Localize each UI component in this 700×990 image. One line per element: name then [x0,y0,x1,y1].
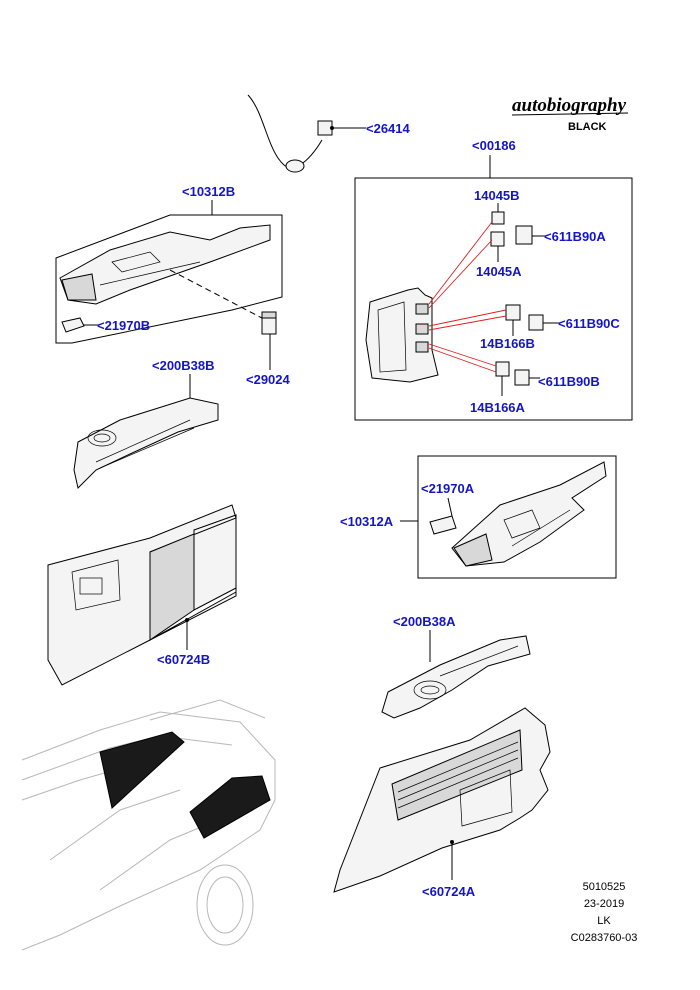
callout-00186: <00186 [472,138,516,153]
part-29024-bracket[interactable] [261,311,277,335]
callout-200B38A: <200B38A [393,614,456,629]
part-10312B-upper-trim[interactable] [59,224,271,305]
callout-611B90A: <611B90A [544,229,606,244]
callout-200B38B: <200B38B [152,358,215,373]
part-200B38A-bracket[interactable] [381,635,531,719]
callout-21970B: <21970B [97,318,150,333]
brand-logo: autobiography BLACK [511,95,629,133]
part-console-panel-switches[interactable] [365,211,544,386]
callout-611B90C: <611B90C [558,316,620,331]
callout-14045B: 14045B [474,188,520,203]
footer-line2: 23-2019 [584,898,624,910]
lower-trim-detail-box [417,455,617,579]
callout-21970A: <21970A [421,481,475,496]
footer-line4: C0283760-03 [571,932,638,944]
footer-line1: 5010525 [583,881,626,893]
callout-14B166A: 14B166A [470,400,526,415]
part-60724A-side-panel[interactable] [333,707,551,893]
callout-60724B: <60724B [157,652,210,667]
callout-10312B: <10312B [182,184,235,199]
part-26414-harness[interactable] [247,94,366,173]
part-200B38B-bracket[interactable] [73,397,219,489]
callout-14045A: 14045A [476,264,522,279]
part-21970A-cap[interactable] [429,515,457,535]
brand-script: autobiography [512,95,627,116]
callout-611B90B: <611B90B [538,374,600,389]
callout-10312A: <10312A [340,514,394,529]
switch-detail-box [354,177,633,421]
vehicle-outline [21,699,276,951]
part-21970B-cap[interactable] [61,317,85,333]
callout-14B166B: 14B166B [480,336,535,351]
brand-variant: BLACK [568,121,607,133]
part-60724B-side-panel[interactable] [47,504,237,686]
callout-29024: <29024 [246,372,291,387]
footer-line3: LK [597,915,611,927]
callout-26414: <26414 [366,121,411,136]
callout-60724A: <60724A [422,884,476,899]
upper-trim-detail-box [55,214,283,344]
part-10312A-lower-trim[interactable] [451,461,607,567]
